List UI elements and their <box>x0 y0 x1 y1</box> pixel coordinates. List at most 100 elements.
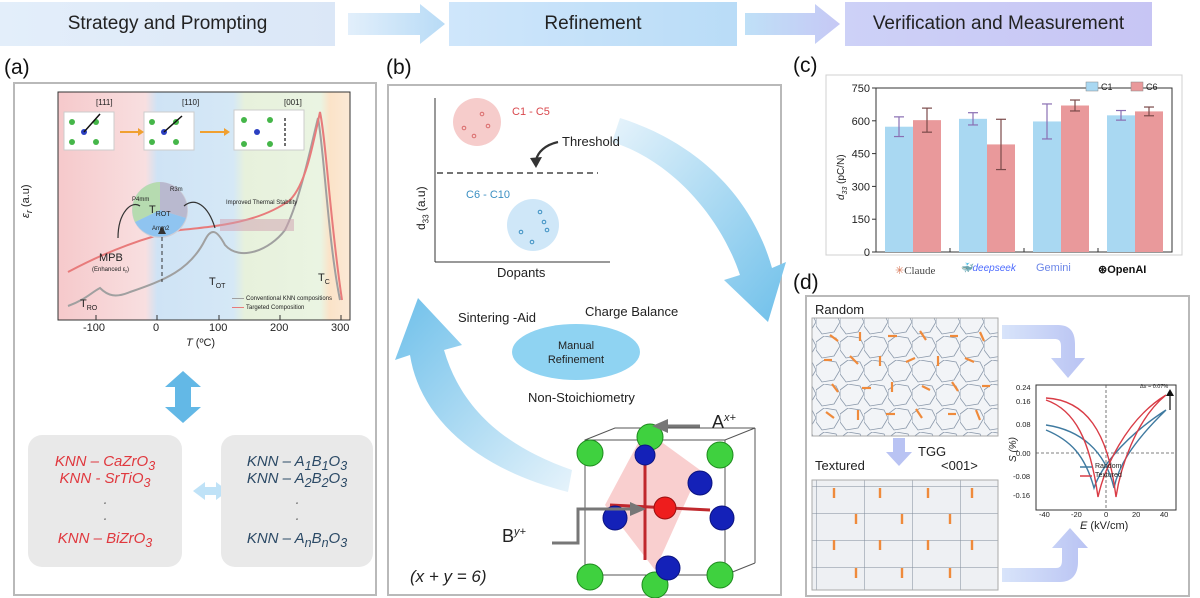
d-ytick-m016: -0.16 <box>1013 491 1031 500</box>
a-improved-bar <box>220 219 294 231</box>
a-xtick-300: 300 <box>331 322 350 334</box>
c-ytick-label: 600 <box>852 116 870 128</box>
a-xtick-200: 200 <box>270 322 289 334</box>
a-left-line-3: KNN – BiZrO3 <box>57 530 153 551</box>
d-xtick-20: 20 <box>1132 510 1141 519</box>
a-phase-amm2: Amm2 <box>152 226 170 232</box>
a-phase-p4mm: P4mm <box>132 197 150 203</box>
d-xtick-m40: -40 <box>1039 510 1050 519</box>
c-legend-label-c1: C1 <box>1101 82 1113 92</box>
a-ylabel: εr (a.u) <box>20 184 35 218</box>
c-logo-deepseek: 🐳deepseek <box>960 263 1016 274</box>
c-ytick-label: 0 <box>864 247 870 259</box>
c-bar-c6-2 <box>1061 105 1089 252</box>
d-direction-label: <001> <box>941 458 978 473</box>
stage-verification: Verification and Measurement <box>845 2 1152 46</box>
a-right-dot-2: · <box>294 510 300 527</box>
stage-refinement: Refinement <box>449 2 737 46</box>
d-legend-random: Random <box>1095 463 1122 470</box>
panel-label-c: (c) <box>793 54 818 77</box>
b-group-2: C6 - C10 <box>466 189 511 201</box>
b-ylabel: d33 (a.u) <box>414 186 431 230</box>
c-logo-gemini: Gemini <box>1036 262 1071 274</box>
c-logo-claude: ✳Claude <box>895 265 936 277</box>
d-textured-dashes <box>832 488 974 578</box>
a-mpb: MPB <box>99 252 123 264</box>
d-ytick-000: 0.00 <box>1016 449 1031 458</box>
a-legend-targeted: Targeted Composition <box>232 304 332 313</box>
c-ytick-label: 150 <box>852 214 870 226</box>
stage-strategy: Strategy and Prompting <box>0 2 335 46</box>
a-xticks <box>95 315 342 320</box>
c-chart-group: 0 150 300 450 600 750 C1 C6 <box>852 81 1173 259</box>
c-ytick-label: 450 <box>852 149 870 161</box>
a-t-ro: TRO <box>80 298 98 313</box>
b-blue-atoms <box>602 444 735 581</box>
c-bar-c1-2 <box>1033 121 1061 253</box>
c-bar-c1-3 <box>1107 115 1135 252</box>
b-charge: Charge Balance <box>585 304 679 319</box>
d-tgg-arrow <box>886 438 912 466</box>
a-leftright-arrow <box>193 482 228 500</box>
d-legend-textured: Textured <box>1095 472 1122 479</box>
a-thumb-atoms <box>69 117 273 147</box>
a-xtick-0: 0 <box>153 322 160 334</box>
a-right-candidates: KNN – A1B1O3 KNN – A2B2O3 · · KNN – AnBn… <box>221 435 373 567</box>
d-delta: Δs = 0.07% <box>1140 384 1169 390</box>
d-xtick-40: 40 <box>1160 510 1169 519</box>
d-textured-grains <box>811 479 999 591</box>
a-left-candidates: KNN – CaZrO3 KNN - SrTiO3 · · KNN – BiZr… <box>28 435 182 567</box>
panel-c-frame <box>825 74 1183 256</box>
c-logo-openai: ⊛OpenAI <box>1098 264 1147 276</box>
a-left-line-1: KNN – CaZrO3 <box>54 453 156 474</box>
a-t-ot: TOT <box>209 276 226 291</box>
panel-a-frame <box>13 82 377 596</box>
c-bar-c6-3 <box>1135 111 1163 252</box>
a-xtick-m100: -100 <box>83 322 106 334</box>
d-curve-textured <box>1045 394 1167 498</box>
a-dir-001: [001] <box>284 98 302 107</box>
a-xtick-100: 100 <box>209 322 228 334</box>
d-xlabel: E (kV/cm) <box>1080 520 1129 532</box>
d-arrow-top <box>1002 325 1085 378</box>
a-right-line-1: KNN – A1B1O3 <box>246 453 348 474</box>
b-manual: Manual Refinement <box>532 339 620 367</box>
d-xtick-m20: -20 <box>1071 510 1082 519</box>
a-t-c: TC <box>318 272 330 287</box>
a-mpb-sub: (Enhanced εr) <box>92 267 130 276</box>
a-curve-conventional <box>67 117 341 307</box>
a-right-dot-1: · <box>294 494 300 511</box>
b-equation: (x + y = 6) <box>410 567 487 586</box>
a-right-line-2: KNN – A2B2O3 <box>246 470 348 491</box>
a-legend: Conventional KNN compositions Targeted C… <box>232 295 332 313</box>
b-manual-line-2: Refinement <box>547 354 605 366</box>
b-nonstoich: Non-Stoichiometry <box>528 390 635 405</box>
b-sintering: Sintering -Aid <box>458 310 537 325</box>
stage-arrow-1 <box>348 4 445 44</box>
d-random-label: Random <box>815 302 865 317</box>
d-ytick-m008: -0.08 <box>1013 472 1031 481</box>
b-manual-refinement-ellipse <box>512 324 640 380</box>
c-legend-label-c6: C6 <box>1146 82 1158 92</box>
a-updown-arrow <box>165 371 201 423</box>
c-bar-c1-1 <box>959 118 987 252</box>
b-cluster-2 <box>507 199 559 251</box>
b-xlabel: Dopants <box>497 265 546 280</box>
b-cycle-arrow-right <box>612 118 786 322</box>
d-random-grains <box>811 317 999 437</box>
d-random-dashes <box>824 330 990 421</box>
panel-label-a: (a) <box>4 56 30 79</box>
d-textured-label: Textured <box>815 458 865 473</box>
c-bar-c1-0 <box>885 126 913 252</box>
b-octahedron <box>605 430 700 570</box>
c-ylabel: d33 (pC/N) <box>836 154 849 200</box>
a-plot-frame <box>57 91 351 321</box>
b-manual-line-1: Manual <box>557 340 595 352</box>
panel-label-d: (d) <box>793 271 819 294</box>
a-left-dot-2: · <box>102 510 108 527</box>
b-b-ion: By+ <box>502 526 526 546</box>
c-ytick-label: 300 <box>852 181 870 193</box>
c-ytick-label: 750 <box>852 83 870 95</box>
d-tgg-label: TGG <box>918 444 947 459</box>
